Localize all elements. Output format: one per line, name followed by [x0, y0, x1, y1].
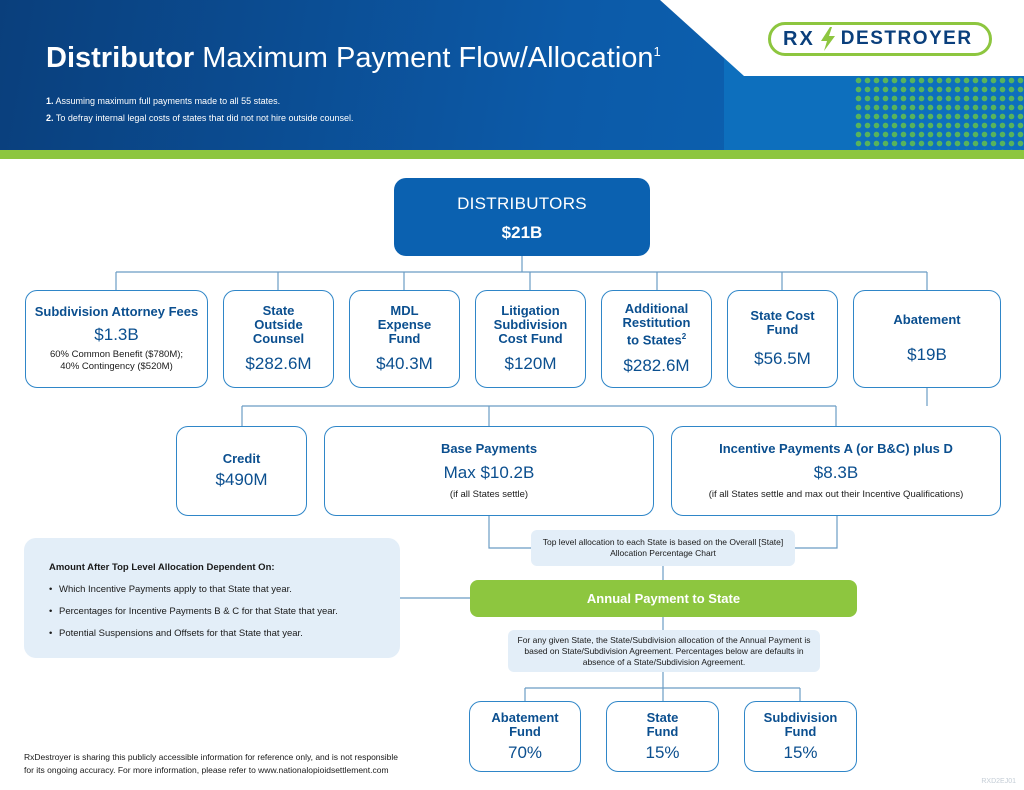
dependency-item: Percentages for Incentive Payments B & C… — [49, 606, 400, 617]
footnote-2: 2. To defray internal legal costs of sta… — [46, 113, 354, 123]
state-outside-counsel-box: State Outside Counsel $282.6M — [223, 290, 334, 388]
footnote-1: 1. Assuming maximum full payments made t… — [46, 96, 281, 106]
incentive-payments-box: Incentive Payments A (or B&C) plus D $8.… — [671, 426, 1001, 516]
state-fund-box: State Fund 15% — [606, 701, 719, 772]
green-divider — [0, 150, 1024, 159]
dependency-item: Which Incentive Payments apply to that S… — [49, 584, 400, 595]
subdivision-allocation-note: For any given State, the State/Subdivisi… — [508, 630, 820, 672]
litigation-subdivision-cost-fund-box: Litigation Subdivision Cost Fund $120M — [475, 290, 586, 388]
dependency-item: Potential Suspensions and Offsets for th… — [49, 628, 400, 639]
credit-box: Credit $490M — [176, 426, 307, 516]
base-payments-box: Base Payments Max $10.2B (if all States … — [324, 426, 654, 516]
page-title: Distributor Maximum Payment Flow/Allocat… — [46, 42, 661, 74]
abatement-fund-box: Abatement Fund 70% — [469, 701, 581, 772]
distributors-box: DISTRIBUTORS $21B — [394, 178, 650, 256]
additional-restitution-box: Additional Restitution to States2 $282.6… — [601, 290, 712, 388]
lightning-bolt-icon — [820, 27, 835, 51]
disclaimer-text: RxDestroyer is sharing this publicly acc… — [24, 752, 399, 775]
state-cost-fund-box: State Cost Fund $56.5M — [727, 290, 838, 388]
annual-payment-bar: Annual Payment to State — [470, 580, 857, 617]
dot-pattern — [854, 76, 1024, 150]
abatement-box: Abatement $19B — [853, 290, 1001, 388]
mdl-expense-fund-box: MDL Expense Fund $40.3M — [349, 290, 460, 388]
top-level-allocation-note: Top level allocation to each State is ba… — [531, 530, 795, 566]
dependencies-panel: Amount After Top Level Allocation Depend… — [24, 538, 400, 658]
subdivision-attorney-fees-box: Subdivision Attorney Fees $1.3B 60% Comm… — [25, 290, 208, 388]
rx-destroyer-logo: RX DESTROYER — [768, 22, 992, 56]
document-id: RXD2EJ01 — [981, 778, 1016, 785]
subdivision-fund-box: Subdivision Fund 15% — [744, 701, 857, 772]
